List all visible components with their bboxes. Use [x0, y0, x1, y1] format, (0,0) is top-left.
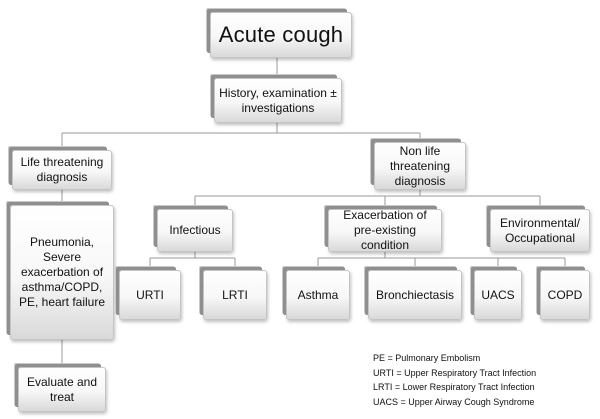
legend-item-lrti: LRTI = Lower Respiratory Tract Infection [373, 382, 535, 392]
node-bronchiectasis-label: Bronchiectasis [375, 287, 455, 302]
node-copd: COPD [540, 270, 590, 320]
node-non-life-threatening-label: Non life threatening diagnosis [389, 143, 451, 188]
legend-item-pe: PE = Pulmonary Embolism [373, 353, 481, 363]
node-bronchiectasis: Bronchiectasis [368, 270, 462, 320]
node-lrti-label: LRTI [222, 287, 248, 302]
node-urti-label: URTI [136, 287, 164, 302]
node-exacerbation: Exacerbation of pre-existing condition [328, 208, 442, 252]
node-uacs: UACS [474, 270, 522, 320]
node-history-label: History, examination ± investigations [219, 85, 337, 115]
node-life-threatening: Life threatening diagnosis [12, 150, 112, 190]
legend-item-urti: URTI = Upper Respiratory Tract Infection [373, 367, 537, 378]
node-acute-cough-label: Acute cough [218, 22, 344, 48]
node-exacerbation-label: Exacerbation of pre-existing condition [343, 208, 427, 252]
node-evaluate-treat-label: Evaluate and treat [26, 374, 98, 404]
node-evaluate-treat: Evaluate and treat [18, 367, 106, 412]
node-history: History, examination ± investigations [214, 78, 342, 123]
node-life-threatening-label: Life threatening diagnosis [20, 155, 104, 184]
node-acute-cough: Acute cough [210, 12, 352, 58]
node-lrti: LRTI [203, 270, 267, 320]
node-infectious: Infectious [157, 209, 233, 252]
node-copd-label: COPD [547, 287, 583, 302]
node-severe-conditions: Pneumonia, Severe exacerbation of asthma… [10, 205, 114, 340]
node-uacs-label: UACS [481, 287, 515, 302]
node-urti: URTI [119, 270, 181, 320]
abbreviation-legend: PE = Pulmonary Embolism URTI = Upper Res… [373, 351, 536, 409]
node-asthma-label: Asthma [297, 287, 339, 302]
legend-item-uacs: UACS = Upper Airway Cough Syndrome [373, 396, 535, 407]
node-severe-conditions-label: Pneumonia, Severe exacerbation of asthma… [18, 235, 106, 309]
node-asthma: Asthma [286, 270, 350, 320]
node-non-life-threatening: Non life threatening diagnosis [374, 142, 466, 190]
node-environmental: Environmental/ Occupational [490, 209, 590, 252]
node-environmental-label: Environmental/ Occupational [499, 215, 581, 245]
node-infectious-label: Infectious [169, 223, 221, 237]
